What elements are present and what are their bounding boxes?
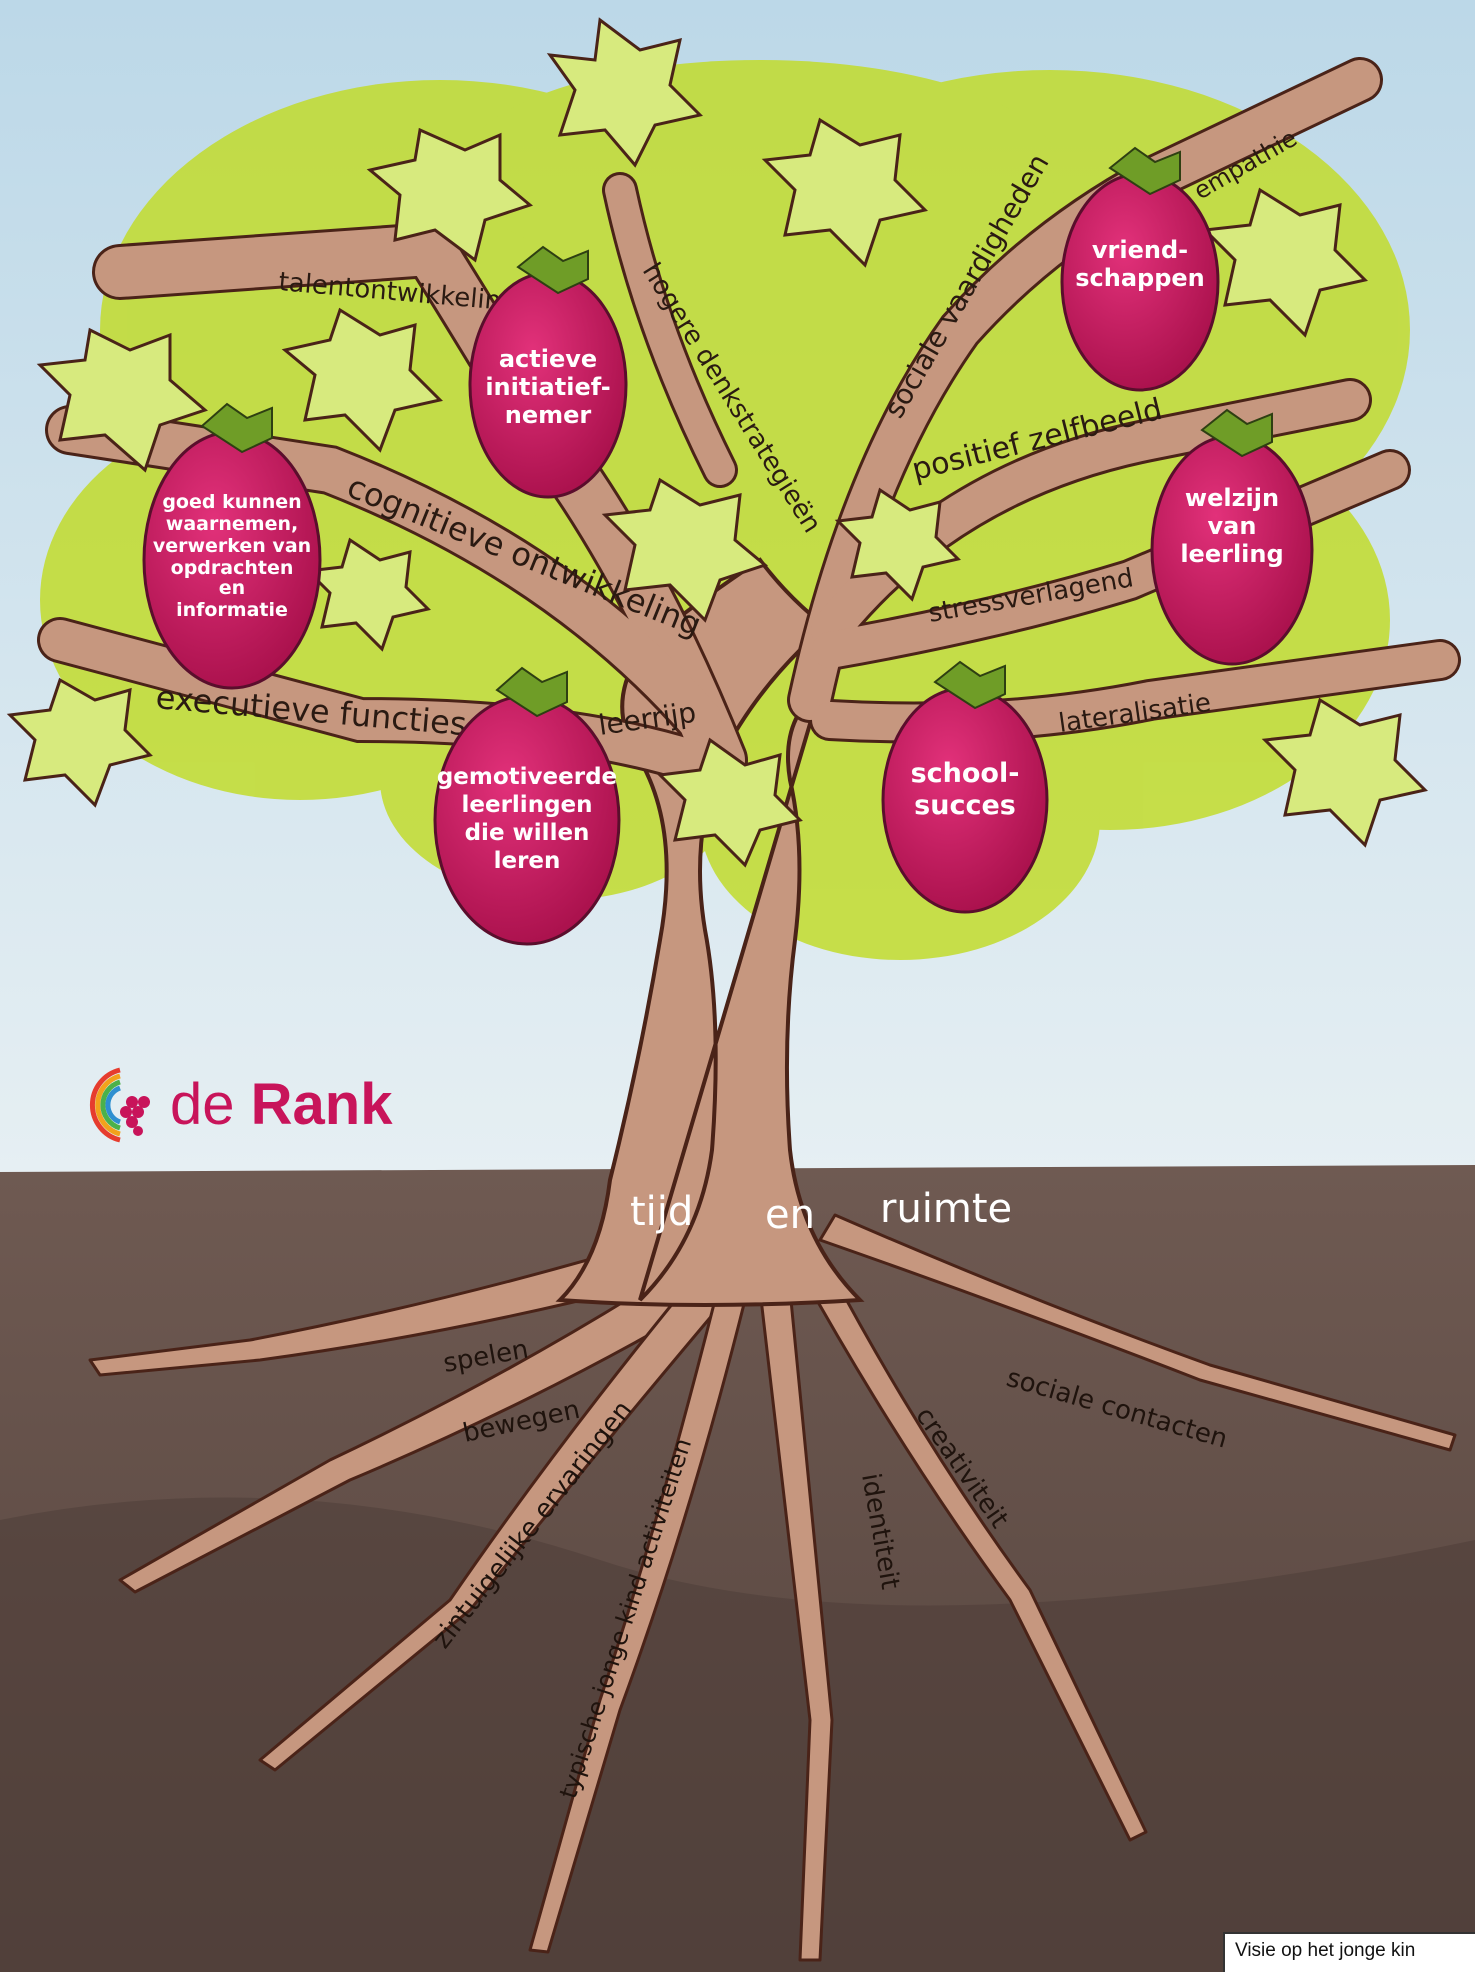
logo-name: Rank [250,1071,393,1137]
soil-word-tijd: tijd [630,1189,693,1235]
leaf [366,127,534,263]
grape-text-line: opdrachten [171,557,294,579]
grape-text-line: actieve [499,345,597,373]
grape-text-line: van [1208,512,1257,540]
leaf [36,327,208,473]
soil-shade [0,1497,1475,1972]
leaf [546,17,703,168]
grape-text-line: en [219,577,245,599]
soil-word-ruimte: ruimte [880,1186,1012,1232]
grape-text-line: vriend- [1092,236,1188,264]
leaf [601,477,769,623]
grape-text-line: school- [911,758,1020,789]
leaf [761,117,928,268]
grape-vriendschappen: vriend- schappen [1060,146,1220,392]
grape-text-line: goed kunnen [162,491,301,513]
grape-text-line: initiatief- [485,373,610,401]
rainbow-grape-icon [80,1062,164,1146]
de-rank-logo: de Rank [80,1062,392,1146]
grape-schoolsucces: school- succes [881,660,1049,914]
grape-goed-kunnen-waarnemen: goed kunnen waarnemen, verwerken van opd… [142,402,322,690]
grape-text-line: welzijn [1185,484,1279,512]
leaf [656,737,803,868]
grape-text-line: leren [494,848,561,874]
grape-text-line: waarnemen, [166,513,298,535]
grape-text-line: verwerken van [153,535,311,557]
grape-text-line: nemer [505,401,592,429]
grape-gemotiveerde-leerlingen: gemotiveerde leerlingen die willen leren [433,666,621,946]
grape-welzijn-van-leerling: welzijn van leerling [1150,408,1314,666]
leaf [834,487,961,602]
leaf [1261,697,1428,848]
grape-text-line: leerlingen [461,792,592,818]
vine-leaves [6,17,1428,868]
grape-text-line: schappen [1075,264,1205,292]
grape-text-line: die willen [465,820,590,846]
leaf [6,677,153,808]
grape-text-line: succes [914,790,1016,821]
roots [88,1213,1457,1962]
grape-text-line: gemotiveerde [437,764,617,790]
soil-word-en: en [765,1192,815,1238]
logo-text: de Rank [170,1071,392,1138]
logo-prefix: de [170,1071,235,1137]
caption-box: Visie op het jonge kin [1223,1932,1475,1972]
grape-text-line: leerling [1180,540,1283,568]
grape-actieve-initiatiefnemer: actieve initiatief- nemer [468,245,628,499]
leaf [281,307,443,453]
grape-text-line: informatie [176,599,288,621]
